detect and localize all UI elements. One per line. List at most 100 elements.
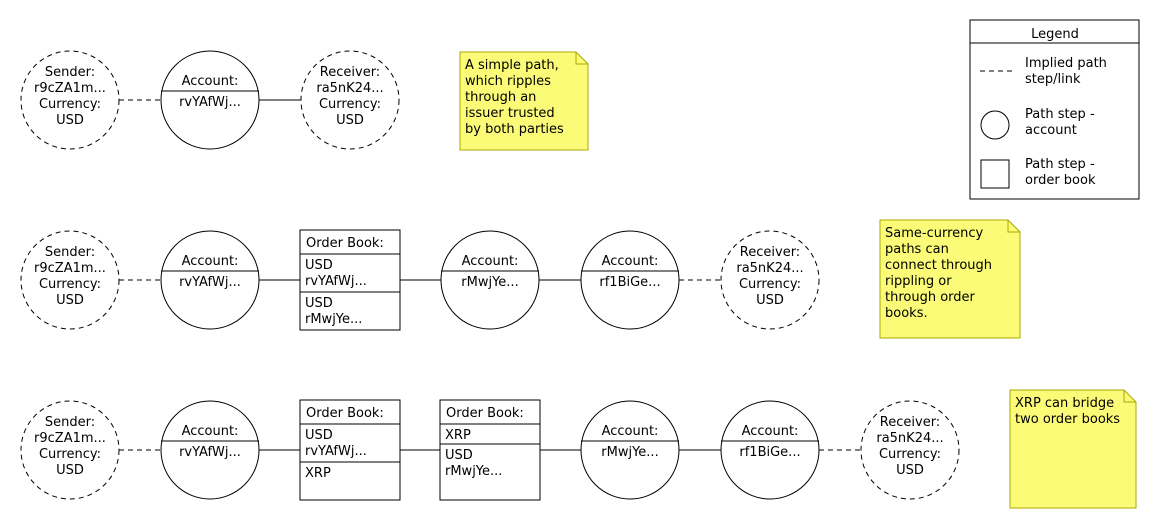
legend-implied-line-2: step/link xyxy=(1025,72,1081,87)
note-text: books. xyxy=(885,306,928,321)
receiver-node: Receiver:ra5nK24...Currency:USD xyxy=(720,230,820,330)
account-circle xyxy=(160,230,260,330)
order-book-title: Order Book: xyxy=(306,406,384,421)
order-book-entry: USD xyxy=(445,448,473,463)
note-text: through order xyxy=(885,290,976,305)
account-address: rf1BiGe... xyxy=(739,445,800,460)
endpoint-circle xyxy=(20,400,120,500)
endpoint-text: r9cZA1m... xyxy=(34,81,106,96)
account-circle xyxy=(160,400,260,500)
account-node: Account:rf1BiGe... xyxy=(720,400,820,500)
account-node: Account:rf1BiGe... xyxy=(580,230,680,330)
order-book-entry: rMwjYe... xyxy=(305,312,362,327)
account-node: Account: rvYAfWj... xyxy=(160,400,260,500)
note-body xyxy=(879,219,1021,339)
order-book-entry: rvYAfWj... xyxy=(305,444,367,459)
order-book-title: Order Book: xyxy=(306,236,384,251)
endpoint-circle xyxy=(720,230,820,330)
endpoint-text: Receiver: xyxy=(740,245,800,260)
endpoint-text: ra5nK24... xyxy=(736,261,803,276)
order-book-entry: rMwjYe... xyxy=(445,464,502,479)
endpoint-text: Currency: xyxy=(39,97,101,112)
order-book-entry: USD xyxy=(305,258,333,273)
endpoint-text: r9cZA1m... xyxy=(34,261,106,276)
account-node: Account:rvYAfWj... xyxy=(160,230,260,330)
account-address: rMwjYe... xyxy=(461,275,518,290)
account-circle xyxy=(580,230,680,330)
note-fold-icon xyxy=(1007,220,1020,233)
endpoint-text: Currency: xyxy=(39,447,101,462)
endpoint-text: USD xyxy=(56,113,84,128)
account-address: rvYAfWj... xyxy=(179,95,241,110)
endpoint-text: Sender: xyxy=(45,245,95,260)
legend: Legend Implied path step/link Path step … xyxy=(969,19,1140,200)
note-text: paths can xyxy=(885,242,949,257)
endpoint-circle xyxy=(300,50,400,150)
order-book-node: Order Book: XRP USDrMwjYe... xyxy=(439,399,541,501)
order-book-box xyxy=(439,399,541,501)
endpoint-text: USD xyxy=(756,293,784,308)
sender-node: Sender:r9cZA1m...Currency:USD xyxy=(20,50,120,150)
order-book-title: Order Book: xyxy=(446,406,524,421)
legend-account-line-2: account xyxy=(1025,123,1077,138)
note-fold-icon xyxy=(575,52,588,65)
endpoint-text: Receiver: xyxy=(880,415,940,430)
sender-node: Sender:r9cZA1m...Currency:USD xyxy=(20,230,120,330)
account-address: rvYAfWj... xyxy=(179,445,241,460)
legend-orderbook-line-1: Path step - xyxy=(1025,157,1095,172)
account-title: Account: xyxy=(182,74,239,89)
endpoint-text: Currency: xyxy=(879,447,941,462)
receiver-node: Receiver:ra5nK24...Currency:USD xyxy=(860,400,960,500)
account-title: Account: xyxy=(182,424,239,439)
order-book-entry: rvYAfWj... xyxy=(305,274,367,289)
sender-node: Sender:r9cZA1m...Currency:USD xyxy=(20,400,120,500)
legend-square-icon xyxy=(980,159,1010,189)
endpoint-text: Currency: xyxy=(39,277,101,292)
legend-title: Legend xyxy=(1031,27,1079,42)
note-text: through an xyxy=(465,90,536,105)
endpoint-circle xyxy=(860,400,960,500)
order-book-entry: USD xyxy=(305,428,333,443)
order-book-box xyxy=(299,229,401,331)
legend-orderbook-line-2: order book xyxy=(1025,173,1096,188)
legend-implied-line-1: Implied path xyxy=(1025,56,1107,71)
endpoint-text: USD xyxy=(896,463,924,478)
note-text: Same-currency xyxy=(885,226,984,241)
note-text: rippling or xyxy=(885,274,952,289)
account-address: rvYAfWj... xyxy=(179,275,241,290)
account-circle xyxy=(580,400,680,500)
endpoint-text: USD xyxy=(56,293,84,308)
endpoint-text: USD xyxy=(56,463,84,478)
receiver-node: Receiver:ra5nK24...Currency:USD xyxy=(300,50,400,150)
endpoint-text: r9cZA1m... xyxy=(34,431,106,446)
note-text: A simple path, xyxy=(465,58,559,73)
account-circle xyxy=(720,400,820,500)
account-title: Account: xyxy=(602,254,659,269)
order-book-box xyxy=(299,399,401,501)
order-book-entry: XRP xyxy=(445,428,471,443)
account-address: rMwjYe... xyxy=(601,445,658,460)
account-title: Account: xyxy=(602,424,659,439)
note-body xyxy=(1009,389,1137,509)
nodes-layer: Sender:r9cZA1m...Currency:USDAccount:rvY… xyxy=(20,50,960,501)
legend-account-line-1: Path step - xyxy=(1025,107,1095,122)
account-node: Account: rvYAfWj... xyxy=(160,50,260,150)
links-layer xyxy=(119,99,861,451)
account-node: Account: rMwjYe... xyxy=(580,400,680,500)
endpoint-circle xyxy=(20,230,120,330)
note-text: which ripples xyxy=(465,74,551,89)
endpoint-circle xyxy=(20,50,120,150)
note-fold-icon xyxy=(1123,390,1136,403)
note-text: issuer trusted xyxy=(465,106,555,121)
endpoint-text: USD xyxy=(336,113,364,128)
order-book-entry: USD xyxy=(305,296,333,311)
note-body xyxy=(459,51,589,151)
endpoint-text: Receiver: xyxy=(320,65,380,80)
note-text: connect through xyxy=(885,258,992,273)
order-book-entry: XRP xyxy=(305,466,331,481)
endpoint-text: Sender: xyxy=(45,415,95,430)
